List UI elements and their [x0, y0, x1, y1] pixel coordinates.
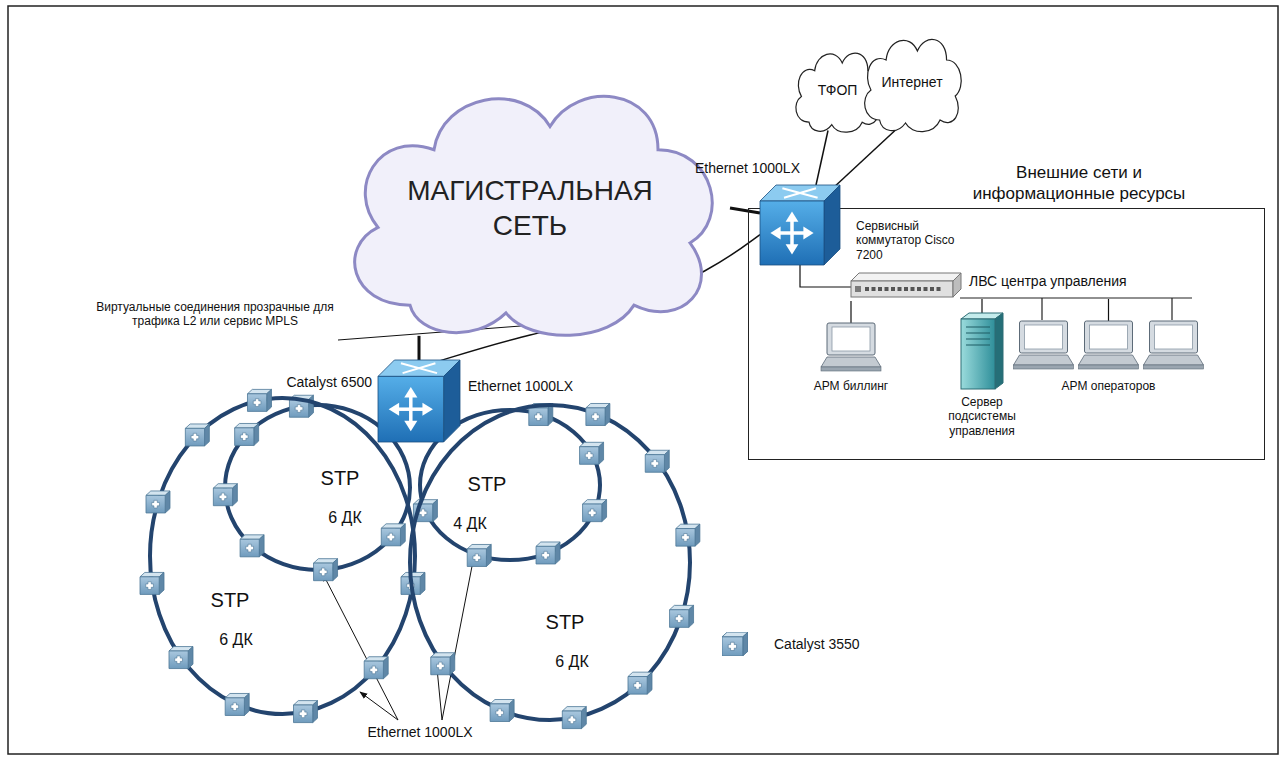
ring-shape — [150, 398, 415, 714]
switch-icon — [431, 653, 455, 675]
switch-icon — [314, 559, 338, 581]
node-text: Сервер подсистемы управления — [936, 395, 1028, 438]
cube-node: Catalyst 6500 — [378, 360, 460, 442]
switch-cube — [378, 360, 460, 442]
node-text: 6 ДК — [219, 630, 253, 649]
note-label: Ethernet 1000LX — [468, 378, 598, 395]
switch-icon — [140, 572, 164, 594]
switch-icon — [169, 647, 193, 669]
node-text: STP — [546, 610, 585, 634]
note-label: Ethernet 1000LX — [350, 724, 490, 741]
node-text: Сервисный коммутатор Cisco 7200 — [856, 219, 956, 262]
connector — [1108, 299, 1109, 321]
cloud-node: МАГИСТРАЛЬНАЯ СЕТЬ — [330, 72, 730, 344]
switch-icon — [467, 544, 491, 566]
ring-shape — [410, 405, 690, 720]
icon-shape — [1006, 321, 1211, 373]
cloud-node: Интернет — [858, 30, 966, 135]
node-text: 4 ДК — [453, 514, 487, 533]
lan-bus — [960, 297, 1192, 298]
switch-icon — [235, 423, 259, 445]
switch-icon — [628, 672, 652, 694]
switch-icon — [294, 701, 318, 723]
connector — [816, 131, 828, 186]
node-text: STP — [321, 466, 360, 490]
switch-icon — [381, 524, 405, 546]
node-text: Интернет — [881, 74, 942, 91]
icon-shape — [961, 313, 1003, 389]
note-label: Ethernet 1000LX — [680, 160, 800, 177]
node-text: АРМ биллинг — [814, 379, 889, 393]
switch-icon — [722, 632, 748, 656]
legend-text: Catalyst 3550 — [774, 636, 860, 653]
node-text: Catalyst 6500 — [250, 374, 372, 391]
node-text: STP — [211, 588, 250, 612]
switch-icon — [536, 542, 560, 564]
ring-node: STP 6 ДК — [150, 398, 415, 714]
workstation-icon — [1079, 321, 1139, 369]
server-node: Сервер подсистемы управления — [936, 313, 1028, 438]
switch-icon — [645, 450, 669, 472]
switch-icon — [240, 535, 264, 557]
pc1-node: АРМ биллинг — [806, 323, 896, 393]
leader-line — [442, 556, 474, 720]
switch-icon — [586, 403, 610, 425]
cube-node: Сервисный коммутатор Cisco 7200 — [760, 185, 840, 265]
cloud-shape — [330, 72, 730, 344]
lan-drop — [1171, 298, 1172, 320]
node-text: 6 ДК — [328, 508, 362, 527]
switch-icon — [225, 693, 249, 715]
picture-frame — [8, 6, 1278, 754]
switch-icon — [185, 424, 209, 446]
icon-shape — [820, 323, 882, 373]
ring-node: STP 6 ДК — [410, 405, 690, 720]
legend-swatch — [722, 632, 748, 656]
note-label: Виртуальные соединения прозрачные для тр… — [95, 300, 335, 329]
connector — [850, 301, 851, 323]
node-text: ТФОП — [818, 82, 858, 99]
hub-node: ЛВС центра управления — [851, 273, 961, 301]
switch-icon — [146, 491, 170, 513]
switch-icon — [247, 389, 271, 411]
node-text: Внешние сети и информационные ресурсы — [949, 163, 1209, 204]
switch-icon — [670, 605, 694, 627]
node-text: АРМ операторов — [1062, 379, 1156, 393]
cube-shape — [378, 360, 460, 442]
workstation-icon — [1144, 321, 1204, 369]
switch-icon — [583, 500, 607, 522]
connector — [832, 130, 896, 189]
lan-drop — [1041, 298, 1042, 320]
switch-icon — [676, 524, 700, 546]
pcs-node: АРМ операторов — [1006, 321, 1211, 393]
workstation-icon — [821, 323, 881, 371]
hub-shape — [851, 273, 961, 301]
lan-hub-icon — [851, 273, 961, 297]
node-text: STP — [468, 472, 507, 496]
switch-cube — [760, 185, 840, 265]
switch-icon — [562, 707, 586, 729]
node-text: ЛВС центра управления — [969, 273, 1127, 290]
switch-icon — [580, 442, 604, 464]
node-text: 6 ДК — [555, 652, 589, 671]
cube-shape — [760, 185, 840, 265]
connector — [800, 265, 851, 287]
connector — [981, 299, 982, 313]
legend-entry: Catalyst 3550 — [722, 632, 860, 656]
server-icon — [961, 313, 1003, 389]
connector — [418, 336, 421, 360]
workstation-icon — [1014, 321, 1074, 369]
leader-line — [323, 574, 398, 720]
switch-icon — [490, 700, 514, 722]
node-text: МАГИСТРАЛЬНАЯ СЕТЬ — [395, 173, 665, 243]
leader-line — [360, 692, 398, 720]
switch-icon — [213, 484, 237, 506]
switch-icon — [364, 657, 388, 679]
